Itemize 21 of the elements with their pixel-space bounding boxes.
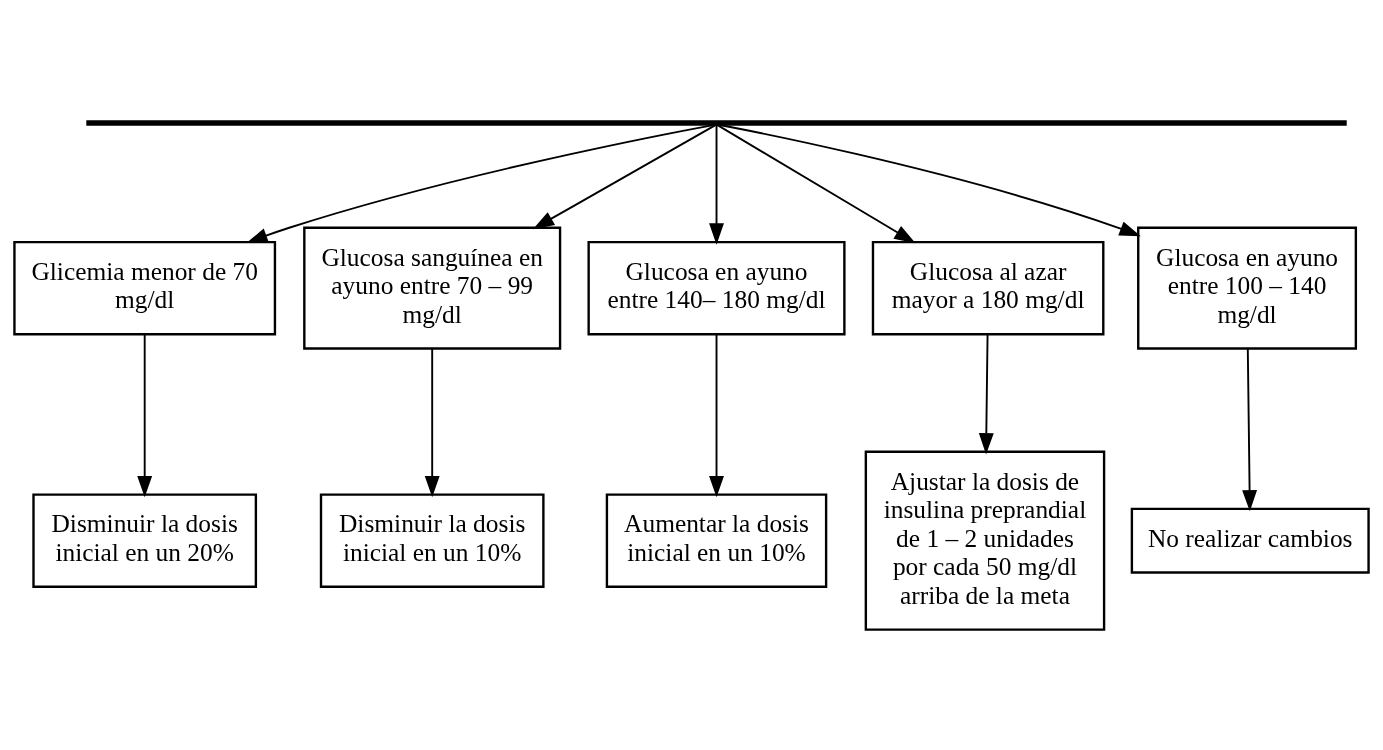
node-box: Glucosa en ayuno entre 100 – 140 mg/dl — [1137, 226, 1358, 350]
node-box: Aumentar la dosis inicial en un 10% — [605, 492, 828, 588]
node-box: Glucosa en ayuno entre 140– 180 mg/dl — [587, 240, 846, 335]
node-box: Glucosa al azar mayor a 180 mg/dl — [871, 240, 1105, 335]
node-box: Ajustar la dosis de insulina preprandial de 1 – 2 unidades por cada 50 mg/dl arriba de la meta — [864, 450, 1106, 631]
arrow — [978, 332, 994, 454]
node-box: Disminuir la dosis inicial en un 10% — [319, 492, 545, 588]
arrow — [532, 123, 718, 229]
node-box: Disminuir la dosis inicial en un 20% — [32, 492, 258, 588]
arrow — [709, 123, 724, 245]
node-box: Glicemia menor de 70 mg/dl — [13, 240, 277, 335]
arrow — [137, 332, 153, 497]
arrow — [246, 123, 718, 243]
arrow — [709, 332, 724, 497]
arrow — [1242, 347, 1258, 511]
arrow — [715, 123, 916, 243]
arrow — [715, 123, 1141, 236]
node-box: No realizar cambios — [1130, 507, 1370, 574]
node-bar — [86, 119, 1347, 126]
node-box: Glucosa sanguínea en ayuno entre 70 – 99 mg/dl — [303, 226, 562, 350]
arrow — [424, 347, 440, 497]
